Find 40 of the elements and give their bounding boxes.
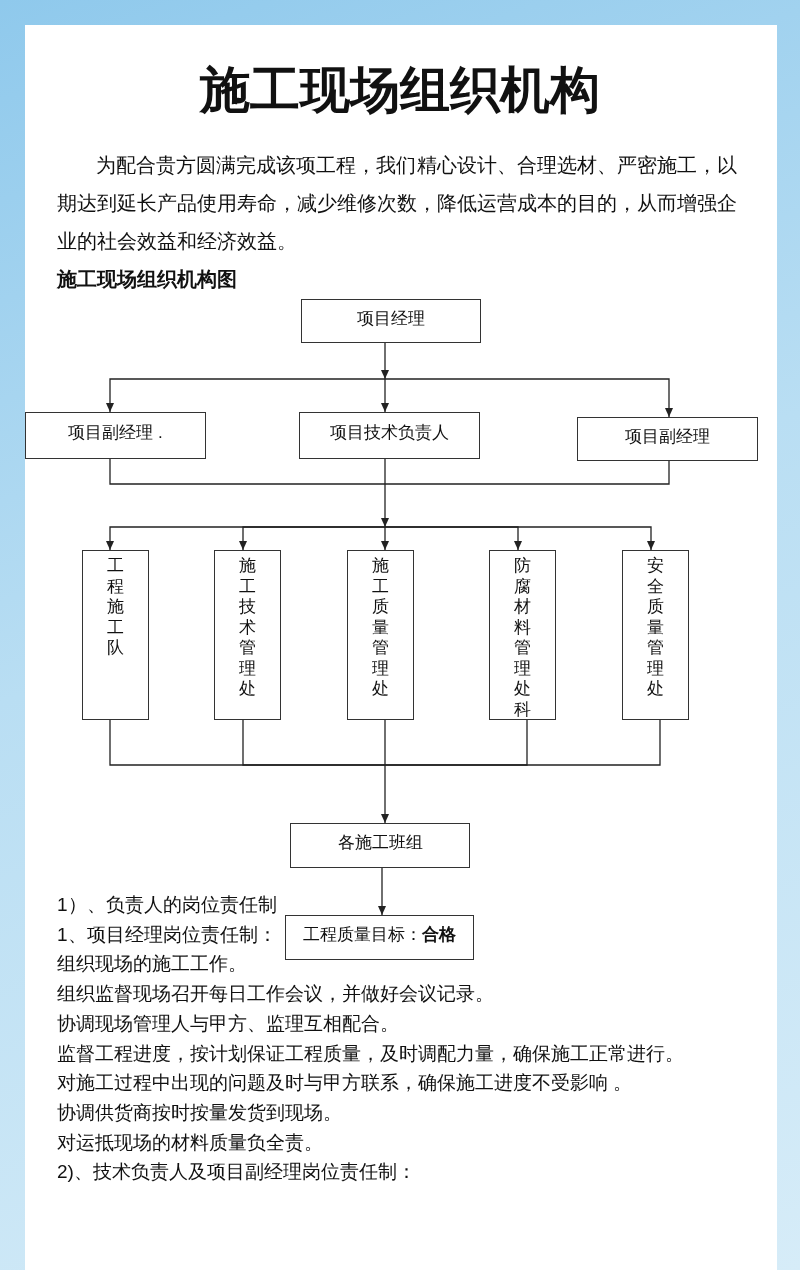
arrow	[384, 378, 673, 418]
duty-text: 监督工程进度，按计划保证工程质量，及时调配力量，确保施工正常进行。	[57, 1041, 684, 1066]
connector-line	[384, 458, 386, 485]
role-box: 项目经理	[301, 299, 481, 343]
connector-line	[384, 719, 661, 766]
team-box: 各施工班组	[290, 823, 470, 868]
connector-line	[384, 460, 670, 485]
connector-line	[242, 719, 386, 766]
department-box: 防腐材料管理处科	[489, 550, 556, 720]
chart-heading: 施工现场组织机构图	[57, 267, 237, 292]
department-box: 工程施工队	[82, 550, 149, 720]
department-box: 施工质量管理处	[347, 550, 414, 720]
arrow	[381, 764, 389, 824]
duty-text: 1）、负责人的岗位责任制	[57, 893, 277, 917]
role-box: 项目副经理 .	[25, 412, 206, 459]
duty-text: 对运抵现场的材料质量负全责。	[57, 1130, 323, 1155]
duty-text: 2)、技术负责人及项目副经理岗位责任制：	[57, 1160, 416, 1185]
duty-text: 组织现场的施工工作。	[57, 952, 247, 977]
duty-text: 协调现场管理人与甲方、监理互相配合。	[57, 1011, 399, 1036]
arrow	[384, 526, 655, 551]
department-box: 施工技术管理处	[214, 550, 281, 720]
duty-text: 1、项目经理岗位责任制：	[57, 922, 277, 947]
arrow	[239, 526, 386, 551]
intro-paragraph: 为配合贵方圆满完成该项工程，我们精心设计、合理选材、严密施工，以期达到延长产品使用寿命，减少维修次数，降低运营成本的目的，从而增强企业的社会效益和经济效益。	[57, 153, 737, 254]
arrow	[381, 526, 389, 551]
quality-goal-box: 工程质量目标：合格	[285, 915, 474, 960]
page-title: 施工现场组织机构	[200, 61, 600, 120]
role-box: 项目副经理	[577, 417, 758, 461]
department-box: 安全质量管理处	[622, 550, 689, 720]
duty-text: 对施工过程中出现的问题及时与甲方联系，确保施工进度不受影响 。	[57, 1071, 633, 1096]
arrow	[106, 378, 386, 413]
arrow	[381, 378, 389, 413]
connector-line	[384, 719, 386, 766]
arrow	[381, 483, 389, 528]
connector-line	[109, 458, 386, 485]
duty-text: 协调供货商按时按量发货到现场。	[57, 1100, 342, 1125]
role-box: 项目技术负责人	[299, 412, 480, 459]
arrow	[381, 342, 389, 380]
duty-text: 组织监督现场召开每日工作会议，并做好会议记录。	[57, 982, 494, 1007]
arrow	[378, 867, 386, 916]
